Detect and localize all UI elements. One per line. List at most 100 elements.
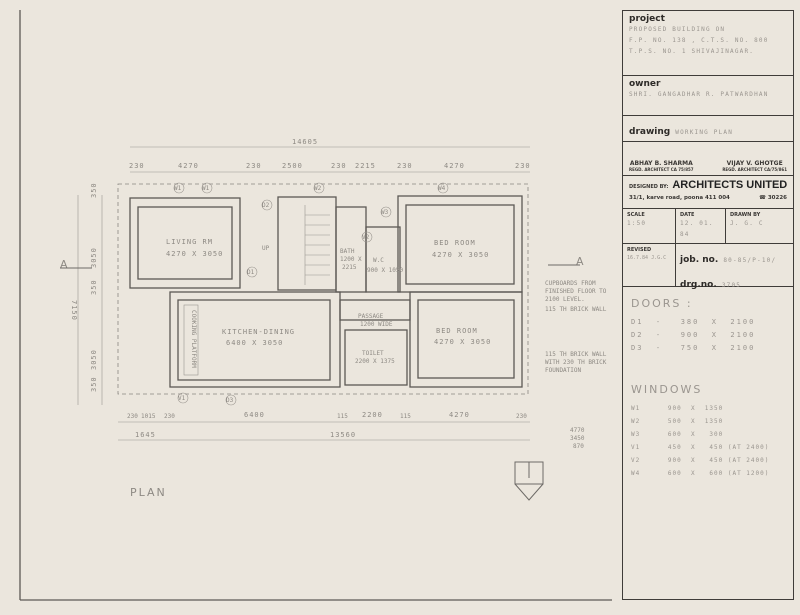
bedroom2-walls <box>409 291 523 388</box>
door-tag: D1 <box>247 269 255 276</box>
window-tag: W4 <box>438 185 446 192</box>
window-tag: V1 <box>178 395 186 402</box>
bedroom-walls <box>405 204 515 285</box>
architect-name: ABHAY B. SHARMA <box>629 160 693 167</box>
dim-bottom: 230 <box>127 413 138 420</box>
architect-reg: REGD. ARCHITECT CA/75/861 <box>722 167 787 172</box>
section-marker-right: A <box>576 255 586 268</box>
stair-up-label: UP <box>262 245 270 252</box>
architects-section: ABHAY B. SHARMA REGD. ARCHITECT CA 75/85… <box>623 142 793 176</box>
owner-name: SHRI. GANGADHAR R. PATWARDHAN <box>629 91 769 98</box>
dim-left: 350 <box>90 279 98 295</box>
dim-bottom: 4270 <box>449 411 470 419</box>
plinth-outline <box>117 183 529 395</box>
job-cell: job. no. 80-85/P-10/ drg.no. 3705 <box>676 244 793 290</box>
staircase <box>304 205 330 285</box>
dim-bottom-2: 1645 <box>135 431 156 439</box>
door-spec: D3 - 750 X 2100 <box>631 344 756 352</box>
drawing-name: WORKING PLAN <box>675 129 734 136</box>
drg-number: 3705 <box>721 282 742 289</box>
revision-row: REVISED 16.7.84 J.G.C job. no. 80-85/P-1… <box>623 244 793 290</box>
plan-title: PLAN <box>130 486 167 499</box>
firm-name: ARCHITECTS UNITED <box>672 179 788 191</box>
doors-title: DOORS : <box>631 297 693 310</box>
date-cell: DATE 12. 01. 84 <box>676 209 726 243</box>
kitchen-walls <box>169 291 341 388</box>
drg-label: drg.no. <box>680 280 717 290</box>
cooking-platform <box>183 304 199 376</box>
note-foundation: WITH 230 TH BRICK <box>545 359 607 366</box>
room-name: BED ROOM <box>434 239 476 247</box>
window-spec: W2 500 X 1350 <box>631 418 724 425</box>
room-size: 6400 X 3050 <box>226 339 283 347</box>
firm-address: 31/1, karve road, poona 411 004 <box>629 195 730 201</box>
note-cupboards: 2100 LEVEL. <box>545 296 585 303</box>
toilet-walls <box>344 329 408 386</box>
window-tag: W1 <box>174 185 182 192</box>
pencil-note: 4770 <box>570 427 585 434</box>
dim-total-width: 14605 <box>292 138 318 146</box>
room-size: 1200 WIDE <box>360 321 393 328</box>
opening-tags: W1 W1 W2 W3 W4 V1 V2 D1 D2 D3 <box>173 182 449 406</box>
room-size: 2215 <box>342 264 357 271</box>
dim-top: 4270 <box>444 162 465 170</box>
living-room-walls <box>137 206 233 280</box>
dim-top: 230 <box>397 162 413 170</box>
note-foundation: 115 TH BRICK WALL <box>545 351 607 358</box>
dim-left: 3050 <box>90 247 98 268</box>
room-name: LIVING RM <box>166 238 213 246</box>
project-section: project PROPOSED BUILDING ON F.P. NO. 13… <box>623 11 793 76</box>
drawing-label: drawing <box>629 127 671 137</box>
scale-cell: SCALE 1:50 <box>623 209 676 243</box>
living-room-walls <box>129 197 241 289</box>
dim-left: 3050 <box>90 349 98 370</box>
date-label: DATE <box>680 212 695 218</box>
kitchen-walls <box>177 299 331 381</box>
dim-bottom-2: 13560 <box>330 431 356 439</box>
note-cupboards: FINISHED FLOOR TO <box>545 288 607 295</box>
room-size: 4270 X 3050 <box>432 251 489 259</box>
title-block: project PROPOSED BUILDING ON F.P. NO. 13… <box>622 10 794 600</box>
designed-by-label: DESIGNED BY: <box>629 184 669 190</box>
owner-section: owner SHRI. GANGADHAR R. PATWARDHAN <box>623 76 793 116</box>
dim-top: 230 <box>246 162 262 170</box>
dim-top: 230 <box>129 162 145 170</box>
dim-top: 2215 <box>355 162 376 170</box>
dim-bottom: 115 <box>337 413 348 420</box>
designer-line: DESIGNED BY: ARCHITECTS UNITED <box>629 179 787 191</box>
architect-2: VIJAY V. GHOTGE REGD. ARCHITECT CA/75/86… <box>722 160 787 172</box>
room-size: 4270 X 3050 <box>166 250 223 258</box>
drawn-by-cell: DRAWN BY J. G. C <box>726 209 793 243</box>
room-name: TOILET <box>362 350 384 357</box>
project-line: T.P.S. NO. 1 SHIVAJINAGAR. <box>629 48 755 55</box>
project-label: project <box>629 14 665 24</box>
drawn-by-label: DRAWN BY <box>730 212 761 218</box>
owner-label: owner <box>629 79 661 89</box>
job-number: 80-85/P-10/ <box>723 257 777 264</box>
room-size: 1200 X <box>340 256 362 263</box>
architect-name: VIJAY V. GHOTGE <box>726 160 783 167</box>
architect-reg: REGD. ARCHITECT CA 75/857 <box>629 167 694 172</box>
window-tag: W2 <box>314 185 322 192</box>
room-size: 900 X 1050 <box>367 267 404 274</box>
window-spec: V2 900 X 450 (AT 2400) <box>631 457 770 464</box>
window-spec: W4 600 X 600 (AT 1200) <box>631 470 770 477</box>
note-cupboards: CUPBOARDS FROM <box>545 280 596 287</box>
dim-top: 230 <box>331 162 347 170</box>
schedule-section: DOORS : D1 - 380 X 2100 D2 - 900 X 2100 … <box>623 287 793 486</box>
wc-walls <box>365 226 401 293</box>
door-spec: D2 - 900 X 2100 <box>631 331 756 339</box>
dim-bottom: 230 <box>516 413 527 420</box>
windows-title: WINDOWS <box>631 383 703 396</box>
revised-cell: REVISED 16.7.84 J.G.C <box>623 244 676 286</box>
firm-phone: ☎ 30226 <box>759 195 787 201</box>
window-tag: V2 <box>362 234 370 241</box>
window-spec: W3 600 X 300 <box>631 431 724 438</box>
room-name: KITCHEN-DINING <box>222 328 295 336</box>
door-spec: D1 - 380 X 2100 <box>631 318 756 326</box>
designer-section: DESIGNED BY: ARCHITECTS UNITED 31/1, kar… <box>623 176 793 209</box>
dim-bottom: 1015 <box>141 413 156 420</box>
room-name: W.C <box>373 257 384 264</box>
pencil-note: 870 <box>573 443 584 450</box>
